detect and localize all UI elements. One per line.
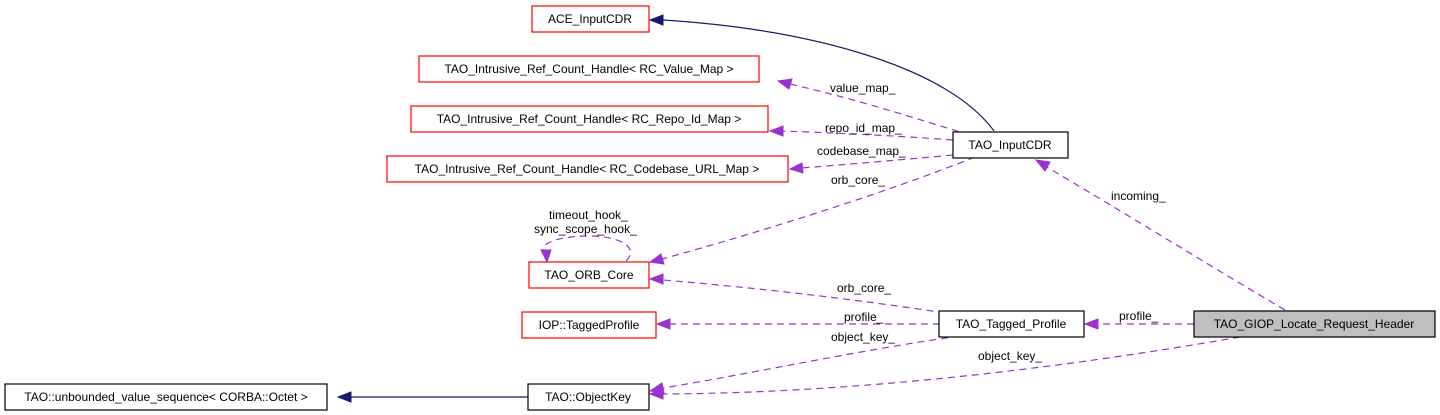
node-tao-inputcdr-label: TAO_InputCDR	[968, 138, 1051, 152]
edge-codebase-map	[801, 154, 954, 169]
node-ace-inputcdr[interactable]: ACE_InputCDR	[531, 5, 650, 33]
node-tao-orb-core-label: TAO_ORB_Core	[544, 268, 633, 282]
label-incoming: incoming_	[1111, 189, 1166, 203]
edge-tagged-orb-core	[662, 279, 946, 314]
arrowhead-ace-inputcdr	[648, 14, 664, 26]
edge-orb-core-self-loop	[542, 235, 632, 262]
label-header-object-key: object_key_	[978, 349, 1042, 363]
node-tao-objectkey[interactable]: TAO::ObjectKey	[527, 383, 650, 411]
label-header-profile: profile_	[1119, 309, 1159, 323]
node-value-map-handle[interactable]: TAO_Intrusive_Ref_Count_Handle< RC_Value…	[418, 55, 760, 83]
edge-header-object-key	[662, 336, 1241, 395]
arrowhead-codebase-map	[788, 162, 804, 174]
arrowhead-sequence	[336, 391, 352, 403]
edge-inputcdr-orb-core	[661, 156, 976, 260]
node-repo-id-map-handle[interactable]: TAO_Intrusive_Ref_Count_Handle< RC_Repo_…	[410, 105, 769, 133]
arrowhead-inputcdr-orb-core	[648, 253, 665, 265]
node-iop-tagged-profile-label: IOP::TaggedProfile	[539, 318, 640, 332]
arrowhead-iop-profile	[655, 318, 671, 330]
node-tao-objectkey-label: TAO::ObjectKey	[545, 390, 631, 404]
node-tao-orb-core[interactable]: TAO_ORB_Core	[528, 261, 650, 289]
edge-incoming	[1044, 165, 1286, 311]
label-hooks-line2: sync_scope_hook_	[534, 222, 637, 236]
node-repo-id-map-handle-label: TAO_Intrusive_Ref_Count_Handle< RC_Repo_…	[437, 112, 742, 126]
node-iop-tagged-profile[interactable]: IOP::TaggedProfile	[521, 311, 657, 339]
arrowhead-incoming	[1034, 159, 1051, 172]
node-ace-inputcdr-label: ACE_InputCDR	[548, 12, 632, 26]
node-tao-tagged-profile-label: TAO_Tagged_Profile	[956, 317, 1067, 331]
edge-tagged-object-key	[662, 335, 961, 389]
label-inputcdr-orb-core: orb_core_	[831, 173, 885, 187]
label-tagged-orb-core: orb_core_	[837, 281, 891, 295]
arrowhead-header-object-key	[648, 388, 664, 400]
label-hooks-line1: timeout_hook_	[549, 208, 628, 222]
node-codebase-url-map-handle[interactable]: TAO_Intrusive_Ref_Count_Handle< RC_Codeb…	[386, 155, 789, 183]
arrowhead-tagged-orb-core	[648, 273, 664, 285]
node-value-map-handle-label: TAO_Intrusive_Ref_Count_Handle< RC_Value…	[444, 62, 733, 76]
node-unbounded-value-sequence[interactable]: TAO::unbounded_value_sequence< CORBA::Oc…	[4, 383, 328, 411]
node-locate-request-header-label: TAO_GIOP_Locate_Request_Header	[1214, 317, 1415, 331]
edge-repo-id-map	[781, 130, 954, 141]
arrowhead-orb-core-self	[540, 249, 552, 264]
label-codebase-map: codebase_map_	[817, 144, 906, 158]
node-unbounded-value-sequence-label: TAO::unbounded_value_sequence< CORBA::Oc…	[24, 390, 307, 404]
node-locate-request-header[interactable]: TAO_GIOP_Locate_Request_Header	[1193, 310, 1436, 338]
node-codebase-url-map-handle-label: TAO_Intrusive_Ref_Count_Handle< RC_Codeb…	[415, 162, 760, 176]
edge-inputcdr-inherits-ace-inputcdr	[662, 19, 995, 132]
arrowhead-value-map	[776, 78, 793, 90]
label-tagged-profile: profile_	[844, 310, 884, 324]
label-value-map: value_map_	[830, 81, 896, 95]
label-tagged-object-key: object_key_	[831, 330, 895, 344]
node-tao-inputcdr[interactable]: TAO_InputCDR	[952, 131, 1069, 159]
arrowhead-header-profile	[1083, 318, 1099, 330]
label-repo-id-map: repo_id_map_	[825, 121, 902, 135]
node-tao-tagged-profile[interactable]: TAO_Tagged_Profile	[938, 310, 1085, 338]
arrowhead-repo-id-map	[768, 125, 784, 137]
edge-value-map	[789, 83, 971, 136]
